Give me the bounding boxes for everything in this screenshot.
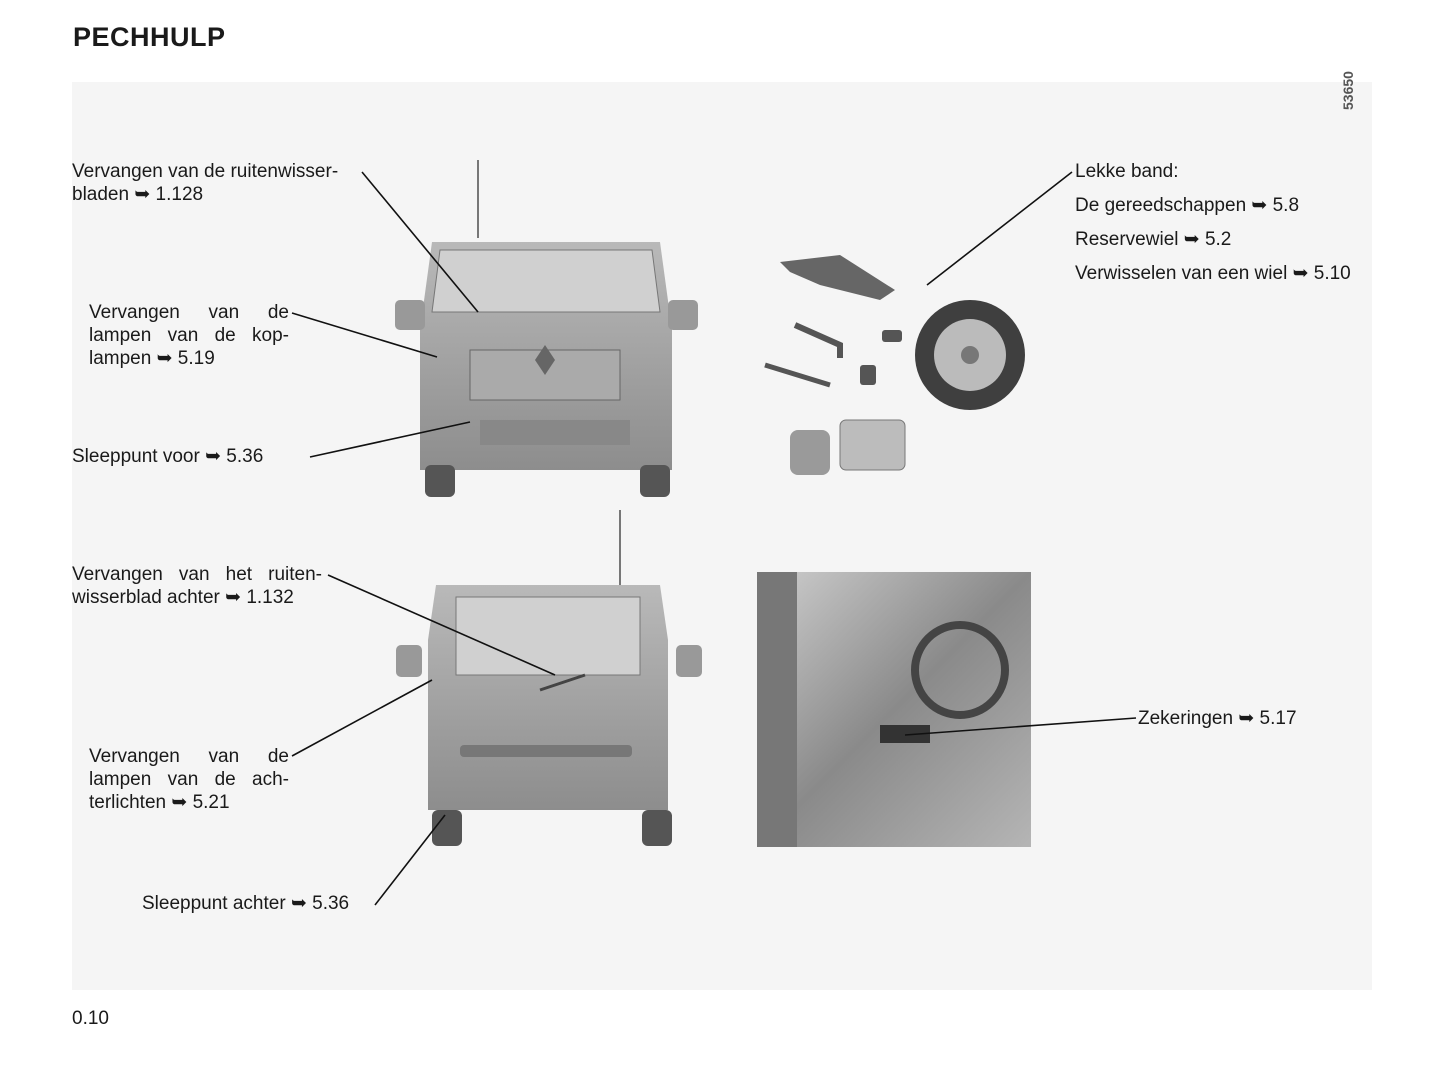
label-headlamps: Vervangen van de lampen van de kop- lamp… [89, 301, 289, 370]
label-line: lampen van de ach- [89, 769, 289, 790]
label-flat-tyre-heading: Lekke band: [1075, 161, 1179, 182]
label-rear-lamps: Vervangen van de lampen van de ach- terl… [89, 745, 289, 814]
label-wiper-front: Vervangen van de ruitenwisser- bladen ➥ … [72, 160, 338, 206]
label-line: wisserblad achter ➥ 1.132 [72, 587, 294, 608]
label-line: lampen ➥ 5.19 [89, 348, 215, 369]
label-tools: De gereedschappen ➥ 5.8 [1075, 195, 1300, 216]
label-change-wheel: Verwisselen van een wiel ➥ 5.10 [1075, 263, 1351, 284]
label-line: bladen ➥ 1.128 [72, 184, 204, 205]
label-wiper-rear: Vervangen van het ruiten- wisserblad ach… [72, 563, 322, 609]
label-line: Vervangen van de [89, 746, 289, 767]
label-tow-front: Sleeppunt voor ➥ 5.36 [72, 446, 264, 467]
illustration-panel [72, 82, 1372, 990]
van-front-illustration [395, 160, 698, 497]
label-tow-rear: Sleeppunt achter ➥ 5.36 [142, 893, 350, 914]
page-number: 0.10 [72, 1008, 109, 1029]
label-line: Vervangen van de [89, 302, 289, 323]
label-line: Vervangen van het ruiten- [72, 564, 322, 585]
label-fuses: Zekeringen ➥ 5.17 [1138, 708, 1297, 729]
van-rear-illustration [396, 510, 702, 846]
page-title: PECHHULP [73, 22, 226, 52]
leader-lines [291, 171, 1137, 906]
label-line: lampen van de kop- [89, 325, 289, 346]
label-line: terlichten ➥ 5.21 [89, 792, 230, 813]
label-line: Vervangen van de ruitenwisser- [72, 161, 339, 182]
tools-illustration [764, 255, 1025, 475]
interior-photo [757, 572, 1031, 847]
label-spare-wheel: Reservewiel ➥ 5.2 [1075, 229, 1232, 250]
